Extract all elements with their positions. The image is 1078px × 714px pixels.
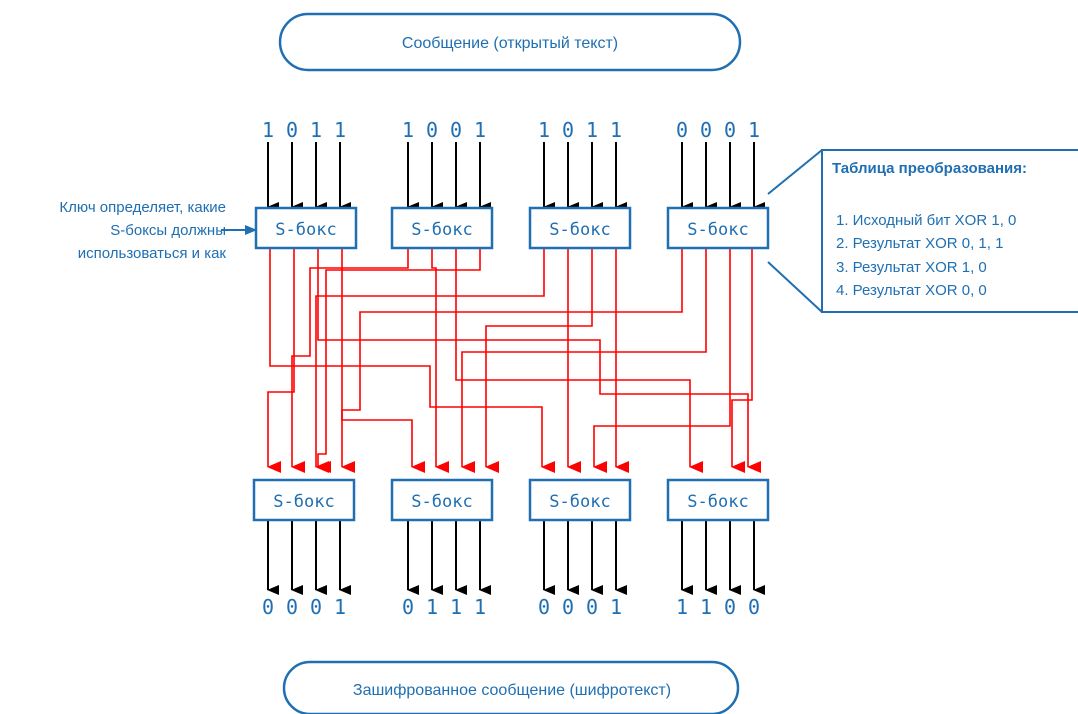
sbox-bottom-1-label: S-бокс [273,492,334,512]
input-bit: 0 [700,118,712,142]
wire [267,248,295,473]
input-bit: 0 [286,118,298,142]
input-bit: 1 [334,118,346,142]
sbox-top-4 [666,206,770,250]
ciphertext-text: Зашифрованное сообщение (шифротекст) [353,682,671,699]
input-bit: 1 [748,118,760,142]
plaintext-label: Сообщение (открытый текст) [278,12,742,72]
sbox-bottom-2-label: S-бокс [411,492,472,512]
key-note: Ключ определяет, какие S-боксы должны ис… [59,199,257,262]
key-note-line-2: S-боксы должны [110,222,226,239]
sbox-bottom-1 [252,478,356,522]
key-note-line-3: использоваться и как [78,245,227,262]
table-row-3: 3. Результат XOR 1, 0 [836,259,987,276]
wire [593,248,731,473]
output-bit: 1 [334,595,346,619]
output-bit: 1 [610,595,622,619]
callout-line-top [767,149,823,195]
wire [431,248,449,473]
sbox-top-1 [254,206,358,250]
output-bit: 0 [310,595,322,619]
input-bit: 0 [562,118,574,142]
sbox-top-2-label: S-бокс [411,220,472,240]
sbox-bottom-3-label: S-бокс [549,492,610,512]
output-bit: 0 [562,595,574,619]
key-note-line-1: Ключ определяет, какие [59,199,226,216]
wire [341,248,683,473]
callout-line-bottom [767,261,823,313]
sbox-top-3 [528,206,632,250]
wire [461,248,707,473]
sbox-top-2 [390,206,494,250]
wire [317,248,481,473]
output-bit: 0 [748,595,760,619]
input-bit: 0 [676,118,688,142]
output-bits: 0 0 0 1 0 1 1 1 0 0 0 1 1 1 0 0 [262,595,760,619]
output-bit: 0 [262,595,274,619]
callout-box [821,149,1078,313]
input-bit: 1 [474,118,486,142]
sbox-top-1-label: S-бокс [275,220,336,240]
wire [269,248,555,473]
wire [291,248,409,473]
input-arrows [267,142,765,212]
sbox-bottom-2 [390,478,494,522]
output-bit: 0 [286,595,298,619]
input-bit: 1 [402,118,414,142]
top-sbox-row: S-бокс S-бокс S-бокс S-бокс [254,206,770,250]
input-bits: 1 0 1 1 1 0 0 1 1 0 1 1 0 0 0 1 [262,118,760,142]
wire [315,248,545,473]
input-bit: 1 [610,118,622,142]
table-title: Таблица преобразования: [832,160,1027,177]
output-bit: 1 [474,595,486,619]
output-bit: 0 [402,595,414,619]
sbox-top-3-label: S-бокс [549,220,610,240]
input-bit: 0 [426,118,438,142]
output-bit: 0 [724,595,736,619]
output-bit: 1 [450,595,462,619]
bottom-sbox-row: S-бокс S-бокс S-бокс S-бокс [252,478,770,522]
wire [731,248,753,473]
transformation-table: Таблица преобразования: 1. Исходный бит … [767,149,1078,313]
table-row-2: 2. Результат XOR 0, 1, 1 [836,235,1003,252]
table-row-4: 4. Результат XOR 0, 0 [836,282,987,299]
output-bit: 1 [700,595,712,619]
output-arrows [267,521,765,595]
input-bit: 0 [450,118,462,142]
permutation-wires [267,248,761,473]
plaintext-text: Сообщение (открытый текст) [402,35,618,52]
output-bit: 1 [676,595,688,619]
output-bit: 1 [426,595,438,619]
input-bit: 1 [538,118,550,142]
input-bit: 1 [262,118,274,142]
wire [317,248,761,473]
sbox-bottom-4 [666,478,770,522]
sbox-top-4-label: S-бокс [687,220,748,240]
sbox-bottom-4-label: S-бокс [687,492,748,512]
wire [455,248,703,473]
input-bit: 1 [586,118,598,142]
input-bit: 0 [724,118,736,142]
output-bit: 0 [586,595,598,619]
input-bit: 1 [310,118,322,142]
output-bit: 0 [538,595,550,619]
ciphertext-label: Зашифрованное сообщение (шифротекст) [282,660,740,714]
wire [341,248,425,473]
sbox-bottom-3 [528,478,632,522]
table-row-1: 1. Исходный бит XOR 1, 0 [836,212,1016,229]
wire [485,248,593,473]
